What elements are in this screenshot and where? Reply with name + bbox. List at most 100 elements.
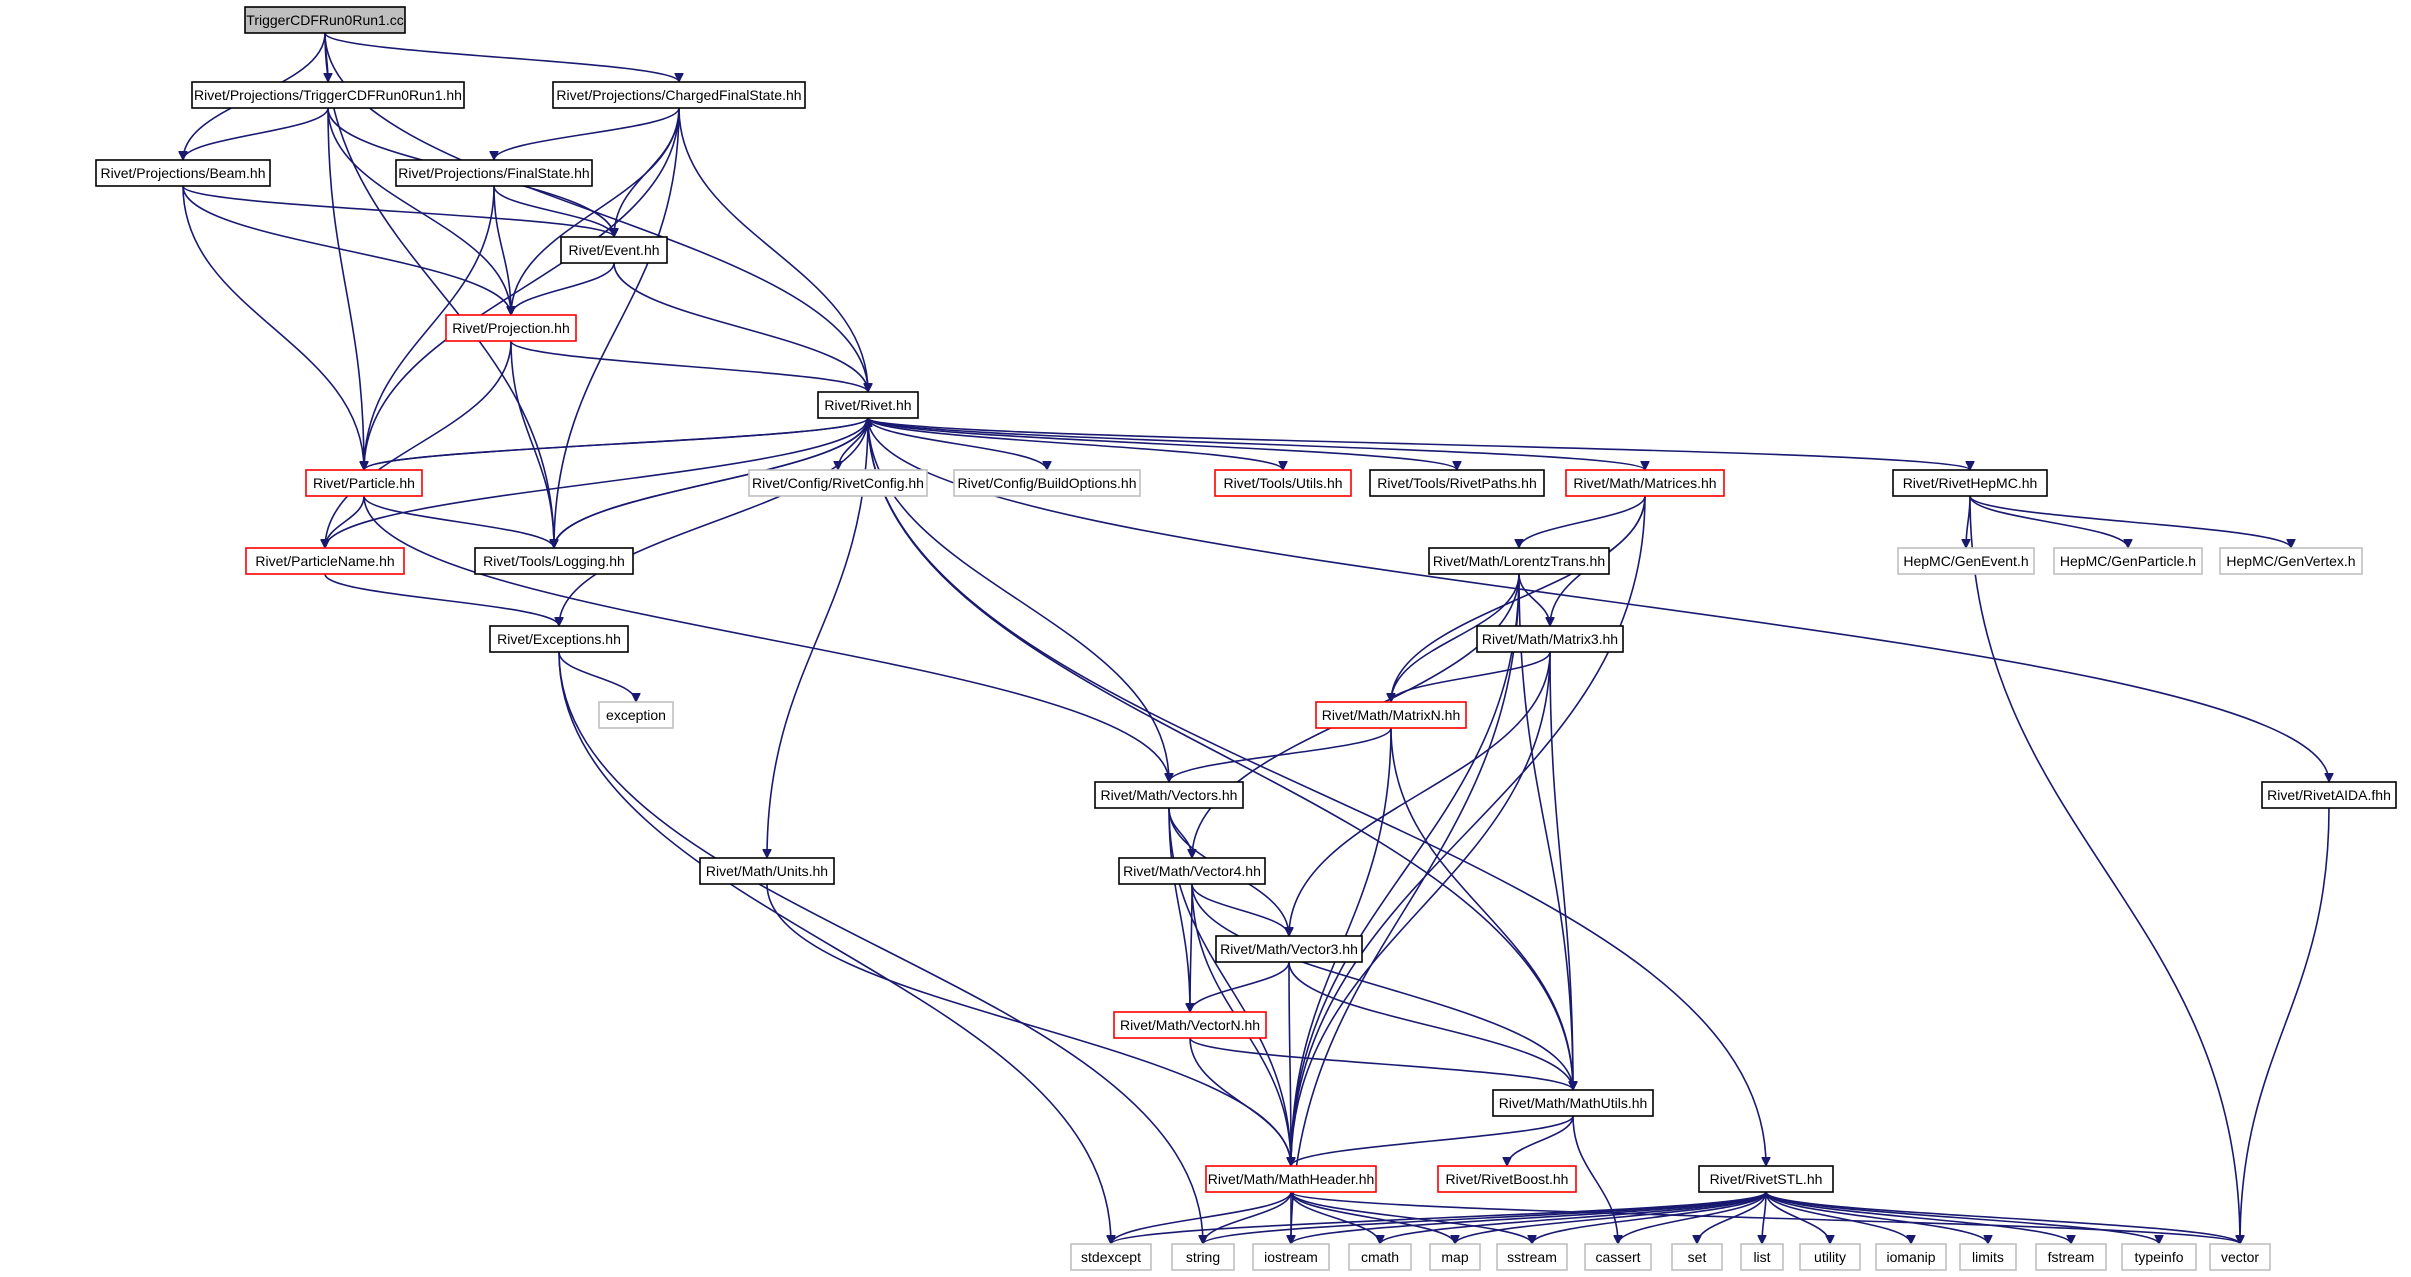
edge-particle-to-rivet xyxy=(363,417,868,471)
node-rivet-projections-triggercdfrun0run1-hh[interactable]: Rivet/Projections/TriggerCDFRun0Run1.hh xyxy=(191,81,465,109)
node-box xyxy=(489,625,629,653)
node-box xyxy=(1252,1243,1330,1271)
edge-logging-to-rivet xyxy=(553,417,868,549)
edge-vectors-to-vectorn xyxy=(1168,807,1190,1012)
edge-trig-to-particle xyxy=(327,107,364,470)
node-rivet-exceptions-hh[interactable]: Rivet/Exceptions.hh xyxy=(489,625,629,653)
node-label: Rivet/Math/Vectors.hh xyxy=(1101,787,1238,803)
node-rivet-math-lorentztrans-hh[interactable]: Rivet/Math/LorentzTrans.hh xyxy=(1428,547,1610,575)
node-rivet-projections-chargedfinalstate-hh[interactable]: Rivet/Projections/ChargedFinalState.hh xyxy=(552,81,806,109)
edge-matrixn-to-mathutils xyxy=(1390,727,1573,1090)
node-rivet-tools-logging-hh[interactable]: Rivet/Tools/Logging.hh xyxy=(474,547,634,575)
node-label: Rivet/Tools/RivetPaths.hh xyxy=(1377,475,1537,491)
node-box xyxy=(305,469,423,497)
node-box xyxy=(474,547,634,575)
edge-pname-to-exceptions xyxy=(324,573,559,627)
node-box xyxy=(560,236,668,264)
node-box xyxy=(445,314,577,342)
node-rivet-rivetboost-hh[interactable]: Rivet/RivetBoost.hh xyxy=(1437,1165,1577,1193)
edge-matrix3-to-mathheader xyxy=(1291,651,1551,1166)
node-box xyxy=(1437,1165,1577,1193)
node-rivet-math-vectors-hh[interactable]: Rivet/Math/Vectors.hh xyxy=(1094,781,1244,809)
node-rivet-particlename-hh[interactable]: Rivet/ParticleName.hh xyxy=(245,547,405,575)
edge-lorentz-to-matrixn xyxy=(1391,573,1520,702)
node-utility: utility xyxy=(1799,1243,1861,1271)
edge-particle-to-pname xyxy=(325,495,365,549)
node-box xyxy=(1428,547,1610,575)
node-vector: vector xyxy=(2209,1243,2271,1271)
node-rivet-projections-finalstate-hh[interactable]: Rivet/Projections/FinalState.hh xyxy=(395,159,593,187)
node-rivet-math-mathheader-hh[interactable]: Rivet/Math/MathHeader.hh xyxy=(1205,1165,1377,1193)
node-rivet-rivetaida-fhh[interactable]: Rivet/RivetAIDA.fhh xyxy=(2261,781,2397,809)
node-label: HepMC/GenParticle.h xyxy=(2060,553,2196,569)
edge-stl-to-list xyxy=(1762,1191,1767,1244)
edge-mathheader-to-vector xyxy=(1290,1191,2240,1245)
node-box xyxy=(1348,1243,1412,1271)
edge-exceptions-to-string xyxy=(558,651,1203,1244)
edge-rivet-to-hepmc xyxy=(867,417,1970,471)
node-rivet-math-vector3-hh[interactable]: Rivet/Math/Vector3.hh xyxy=(1215,935,1363,963)
edge-fs-to-particle xyxy=(364,185,495,470)
node-label: TriggerCDFRun0Run1.cc xyxy=(246,12,403,28)
node-rivet-math-units-hh[interactable]: Rivet/Math/Units.hh xyxy=(699,857,835,885)
node-box xyxy=(1959,1243,2017,1271)
edge-cfs-to-particle xyxy=(364,107,680,470)
node-box xyxy=(699,857,835,885)
node-label: set xyxy=(1688,1249,1707,1265)
edge-stl-to-sstream xyxy=(1532,1191,1767,1245)
node-rivet-rivethepmc-hh[interactable]: Rivet/RivetHepMC.hh xyxy=(1892,469,2048,497)
node-rivet-projection-hh[interactable]: Rivet/Projection.hh xyxy=(445,314,577,342)
edge-aida-to-vector xyxy=(2240,807,2330,1244)
edge-mathutils-to-boost xyxy=(1507,1115,1574,1167)
node-box xyxy=(245,547,405,575)
node-label: HepMC/GenVertex.h xyxy=(2226,553,2355,569)
node-rivet-tools-rivetpaths-hh[interactable]: Rivet/Tools/RivetPaths.hh xyxy=(1369,469,1545,497)
node-box xyxy=(1799,1243,1861,1271)
node-label: Rivet/Projection.hh xyxy=(452,320,570,336)
node-rivet-rivetstl-hh[interactable]: Rivet/RivetSTL.hh xyxy=(1698,1165,1834,1193)
node-rivet-math-matrixn-hh[interactable]: Rivet/Math/MatrixN.hh xyxy=(1315,701,1467,729)
edge-vector4-to-mathutils xyxy=(1191,883,1573,1090)
node-rivet-tools-utils-hh[interactable]: Rivet/Tools/Utils.hh xyxy=(1214,469,1352,497)
node-label: Rivet/Exceptions.hh xyxy=(497,631,621,647)
node-rivet-projections-beam-hh[interactable]: Rivet/Projections/Beam.hh xyxy=(95,159,271,187)
node-box xyxy=(2261,781,2397,809)
node-rivet-math-matrices-hh[interactable]: Rivet/Math/Matrices.hh xyxy=(1565,469,1725,497)
node-fstream: fstream xyxy=(2035,1243,2107,1271)
node-rivet-math-vectorn-hh[interactable]: Rivet/Math/VectorN.hh xyxy=(1113,1011,1267,1039)
node-label: Rivet/Projections/ChargedFinalState.hh xyxy=(556,87,801,103)
node-box xyxy=(1369,469,1545,497)
node-box xyxy=(1429,1243,1481,1271)
edge-mathutils-to-mathheader xyxy=(1291,1115,1574,1167)
node-label: Rivet/Rivet.hh xyxy=(824,397,911,413)
node-typeinfo: typeinfo xyxy=(2121,1243,2197,1271)
node-layer: TriggerCDFRun0Run1.ccRivet/Projections/T… xyxy=(95,6,2397,1271)
node-rivet-math-mathutils-hh[interactable]: Rivet/Math/MathUtils.hh xyxy=(1492,1089,1654,1117)
node-box xyxy=(817,391,919,419)
edge-stl-to-string xyxy=(1203,1191,1767,1245)
node-rivet-event-hh[interactable]: Rivet/Event.hh xyxy=(560,236,668,264)
edge-matrices-to-lorentz xyxy=(1519,495,1646,549)
edge-mathheader-to-sstream xyxy=(1290,1191,1532,1245)
node-rivet-math-matrix3-hh[interactable]: Rivet/Math/Matrix3.hh xyxy=(1476,625,1624,653)
node-box xyxy=(1492,1089,1654,1117)
edge-rivet-to-rivetpaths xyxy=(867,417,1457,471)
edge-event-to-rivet xyxy=(613,262,868,392)
edge-stl-to-cassert xyxy=(1618,1191,1767,1245)
edge-stl-to-cmath xyxy=(1380,1191,1767,1245)
edge-rivet-to-matrices xyxy=(867,417,1645,471)
node-label: cmath xyxy=(1361,1249,1399,1265)
edge-rivet-to-pname xyxy=(325,417,869,549)
edge-matrices-to-mathheader xyxy=(1291,495,1646,1166)
node-label: Rivet/Projections/FinalState.hh xyxy=(398,165,589,181)
node-rivet-math-vector4-hh[interactable]: Rivet/Math/Vector4.hh xyxy=(1118,857,1266,885)
edge-exceptions-to-stdexcept xyxy=(558,651,1111,1244)
node-box xyxy=(1698,1165,1834,1193)
node-box xyxy=(1070,1243,1152,1271)
node-label: list xyxy=(1753,1249,1770,1265)
node-rivet-particle-hh[interactable]: Rivet/Particle.hh xyxy=(305,469,423,497)
node-label: HepMC/GenEvent.h xyxy=(1903,553,2028,569)
edge-beam-to-proj xyxy=(182,185,511,316)
node-rivet-rivet-hh[interactable]: Rivet/Rivet.hh xyxy=(817,391,919,419)
